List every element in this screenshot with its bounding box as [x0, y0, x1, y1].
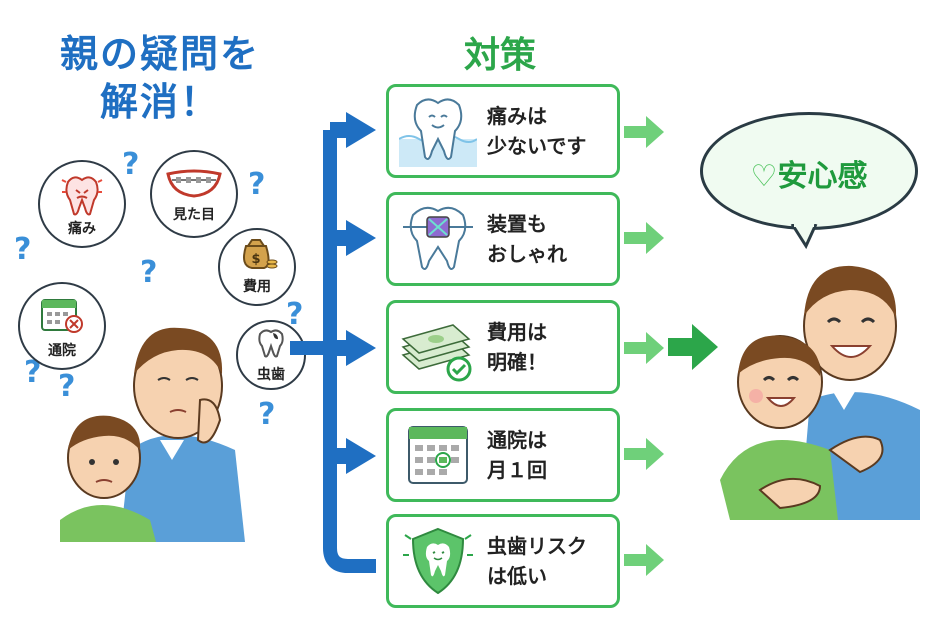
- concern-label: 通院: [48, 343, 76, 359]
- result-speech-bubble: ♡安心感: [700, 112, 918, 230]
- concern-bubble-cost: $ 費用: [218, 228, 296, 306]
- money-bag-icon: $: [243, 239, 278, 269]
- concern-bubble-pain: 痛み: [38, 160, 126, 248]
- result-line: ♡安心感: [703, 151, 915, 195]
- right-arrow-icon: [624, 544, 664, 576]
- solution-text: 虫歯リスク は低い: [487, 534, 587, 588]
- solution-box-cost: 費用は 明確！: [386, 300, 620, 394]
- money-check-icon: [401, 324, 472, 382]
- concern-label: 虫歯: [257, 367, 285, 383]
- right-arrow-icon: [624, 332, 664, 364]
- question-mark: ?: [140, 255, 158, 290]
- shield-tooth-icon: [403, 527, 473, 595]
- cavity-tooth-icon: [258, 329, 284, 358]
- solutions-title: 対策: [463, 35, 536, 76]
- branch-arrows: [290, 112, 376, 573]
- result-text: 安心感: [777, 159, 868, 194]
- solution-box-appearance: 装置も おしゃれ: [386, 192, 620, 286]
- question-mark: ?: [58, 369, 76, 404]
- question-mark: ?: [286, 297, 304, 332]
- concern-label: 痛み: [68, 221, 96, 237]
- left-title-line2: 解消！: [99, 80, 220, 124]
- braces-smile-icon: [166, 169, 222, 198]
- solution-text: 装置も おしゃれ: [487, 212, 567, 266]
- svg-text:$: $: [251, 252, 260, 267]
- worried-parent-child-illustration: [60, 327, 245, 542]
- calendar-cancel-icon: [41, 299, 83, 333]
- solution-text: 通院は 月１回: [487, 428, 547, 482]
- concern-label: 見た目: [173, 207, 215, 223]
- solution-text: 痛みは 少ないです: [487, 104, 587, 158]
- right-arrow-icon: [624, 222, 664, 254]
- speech-bubble-tail: [790, 224, 818, 250]
- tooth-bracket-icon: [403, 206, 473, 270]
- question-mark: ?: [248, 167, 266, 202]
- heart-icon: ♡: [750, 159, 778, 194]
- concern-label: 費用: [243, 279, 271, 295]
- question-mark: ?: [14, 232, 32, 267]
- question-mark: ?: [24, 355, 42, 390]
- left-title: 親の疑問を 解消！: [30, 30, 290, 126]
- right-arrow-icon: [624, 438, 664, 470]
- concern-bubble-appearance: 見た目: [150, 150, 238, 238]
- concern-bubble-visits: 通院: [18, 282, 106, 370]
- solution-text: 費用は 明確！: [487, 320, 547, 374]
- calendar-icon: [408, 426, 468, 484]
- sore-tooth-icon: [61, 176, 103, 216]
- solution-box-pain: 痛みは 少ないです: [386, 84, 620, 178]
- happy-parent-child-illustration: [720, 265, 920, 520]
- solution-box-visits: 通院は 月１回: [386, 408, 620, 502]
- result-arrow-icon: [668, 324, 718, 370]
- left-title-line1: 親の疑問を: [59, 32, 260, 76]
- question-mark: ?: [258, 397, 276, 432]
- smiling-tooth-icon: [399, 98, 477, 167]
- solution-box-cavity: 虫歯リスク は低い: [386, 514, 620, 608]
- question-mark: ?: [122, 147, 140, 182]
- right-arrow-icon: [624, 116, 664, 148]
